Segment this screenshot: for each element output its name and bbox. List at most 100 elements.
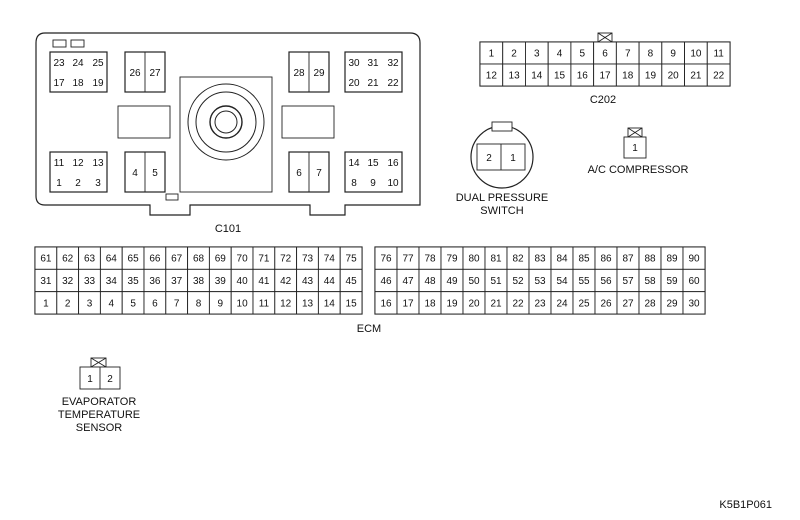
pin-label: 21 bbox=[690, 71, 702, 82]
pin-label: 22 bbox=[713, 71, 725, 82]
pin-label: 25 bbox=[578, 298, 590, 309]
pin-label: 30 bbox=[688, 298, 700, 309]
pin-label: 6 bbox=[602, 49, 608, 60]
pin-label: 12 bbox=[280, 298, 292, 309]
pin-label: 1 bbox=[87, 374, 93, 385]
pin-label: 50 bbox=[468, 276, 480, 287]
pin-label: 16 bbox=[387, 158, 399, 169]
pin-label: 1 bbox=[632, 143, 638, 154]
c101-bolt-hole bbox=[214, 110, 238, 134]
pin-label: 23 bbox=[534, 298, 546, 309]
pin-label: 21 bbox=[490, 298, 502, 309]
pin-label: 60 bbox=[688, 276, 700, 287]
pin-label: 2 bbox=[486, 153, 492, 164]
pin-label: 31 bbox=[367, 58, 379, 69]
pin-label: 2 bbox=[75, 178, 81, 189]
pin-label: 28 bbox=[644, 298, 656, 309]
pin-label: 13 bbox=[302, 298, 314, 309]
pin-label: 11 bbox=[713, 49, 724, 60]
pin-label: 10 bbox=[690, 49, 702, 60]
pin-label: 39 bbox=[215, 276, 227, 287]
pin-label: 14 bbox=[324, 298, 336, 309]
c101-bolt-ring bbox=[195, 91, 257, 153]
pin-label: 16 bbox=[380, 298, 392, 309]
pin-label: 10 bbox=[387, 178, 399, 189]
pin-label: 2 bbox=[65, 298, 71, 309]
pin-label: 26 bbox=[600, 298, 612, 309]
pin-label: 8 bbox=[351, 178, 357, 189]
pin-label: 23 bbox=[53, 58, 65, 69]
pin-label: 3 bbox=[87, 298, 93, 309]
latch-cross bbox=[627, 127, 643, 138]
figure-code: K5B1P061 bbox=[719, 499, 772, 511]
pin-label: 51 bbox=[490, 276, 502, 287]
pin-label: 5 bbox=[579, 49, 585, 60]
c101-housing bbox=[35, 32, 421, 216]
connector-c101: 23 24 25 17 18 19 26 27 28 29 30 31 32 2… bbox=[35, 32, 421, 235]
pin-label: 9 bbox=[370, 178, 376, 189]
pin-label: 8 bbox=[648, 49, 654, 60]
evaporator-sensor-label: SENSOR bbox=[76, 422, 123, 434]
pin-label: 4 bbox=[109, 298, 115, 309]
pin-label: 8 bbox=[196, 298, 202, 309]
pin-label: 78 bbox=[424, 254, 436, 265]
pin-label: 30 bbox=[348, 58, 360, 69]
pin-label: 84 bbox=[556, 254, 568, 265]
pin-label: 81 bbox=[490, 254, 502, 265]
c101-bolt-hole bbox=[209, 105, 243, 139]
pin-label: 7 bbox=[625, 49, 631, 60]
pin-label: 35 bbox=[128, 276, 140, 287]
pin-label: 66 bbox=[149, 254, 161, 265]
c101-pin-block-bottom-left bbox=[49, 151, 108, 193]
latch-cross bbox=[90, 357, 107, 368]
pin-label: 38 bbox=[193, 276, 205, 287]
pin-label: 3 bbox=[534, 49, 540, 60]
c101-blank-cavity bbox=[117, 105, 171, 139]
pin-label: 26 bbox=[129, 68, 141, 79]
pin-label: 77 bbox=[402, 254, 414, 265]
pin-label: 19 bbox=[645, 71, 657, 82]
pin-cell bbox=[682, 291, 706, 315]
c101-key bbox=[165, 193, 179, 201]
pin-label: 56 bbox=[600, 276, 612, 287]
pin-label: 15 bbox=[367, 158, 379, 169]
pin-label: 17 bbox=[599, 71, 611, 82]
pin-label: 79 bbox=[446, 254, 458, 265]
pin-label: 69 bbox=[215, 254, 227, 265]
pin-label: 12 bbox=[486, 71, 498, 82]
pin-label: 19 bbox=[92, 78, 104, 89]
pin-label: 5 bbox=[130, 298, 136, 309]
pin-label: 68 bbox=[193, 254, 205, 265]
pin-label: 87 bbox=[622, 254, 634, 265]
ecm-label: ECM bbox=[357, 323, 381, 335]
pin-label: 25 bbox=[92, 58, 104, 69]
pin-label: 17 bbox=[402, 298, 414, 309]
latch-cross bbox=[597, 32, 613, 43]
pin-label: 9 bbox=[670, 49, 676, 60]
pin-label: 16 bbox=[577, 71, 589, 82]
pin-label: 27 bbox=[149, 68, 161, 79]
pin-label: 89 bbox=[666, 254, 678, 265]
pin-label: 20 bbox=[668, 71, 680, 82]
pin-label: 12 bbox=[72, 158, 84, 169]
pin-label: 7 bbox=[174, 298, 180, 309]
pin-label: 37 bbox=[171, 276, 183, 287]
evaporator-sensor-label: TEMPERATURE bbox=[58, 409, 140, 421]
pin-label: 4 bbox=[557, 49, 563, 60]
pin-label: 57 bbox=[622, 276, 634, 287]
pin-label: 73 bbox=[302, 254, 314, 265]
pin-cell bbox=[339, 291, 363, 315]
pin-label: 29 bbox=[666, 298, 678, 309]
pin-label: 47 bbox=[402, 276, 414, 287]
pin-label: 2 bbox=[511, 49, 517, 60]
pin-label: 14 bbox=[531, 71, 543, 82]
connector-dual-pressure-switch: 2 1 DUAL PRESSURE SWITCH bbox=[456, 121, 548, 217]
pin-label: 20 bbox=[468, 298, 480, 309]
pin-label: 58 bbox=[644, 276, 656, 287]
pin-label: 33 bbox=[84, 276, 96, 287]
pin-label: 24 bbox=[556, 298, 568, 309]
